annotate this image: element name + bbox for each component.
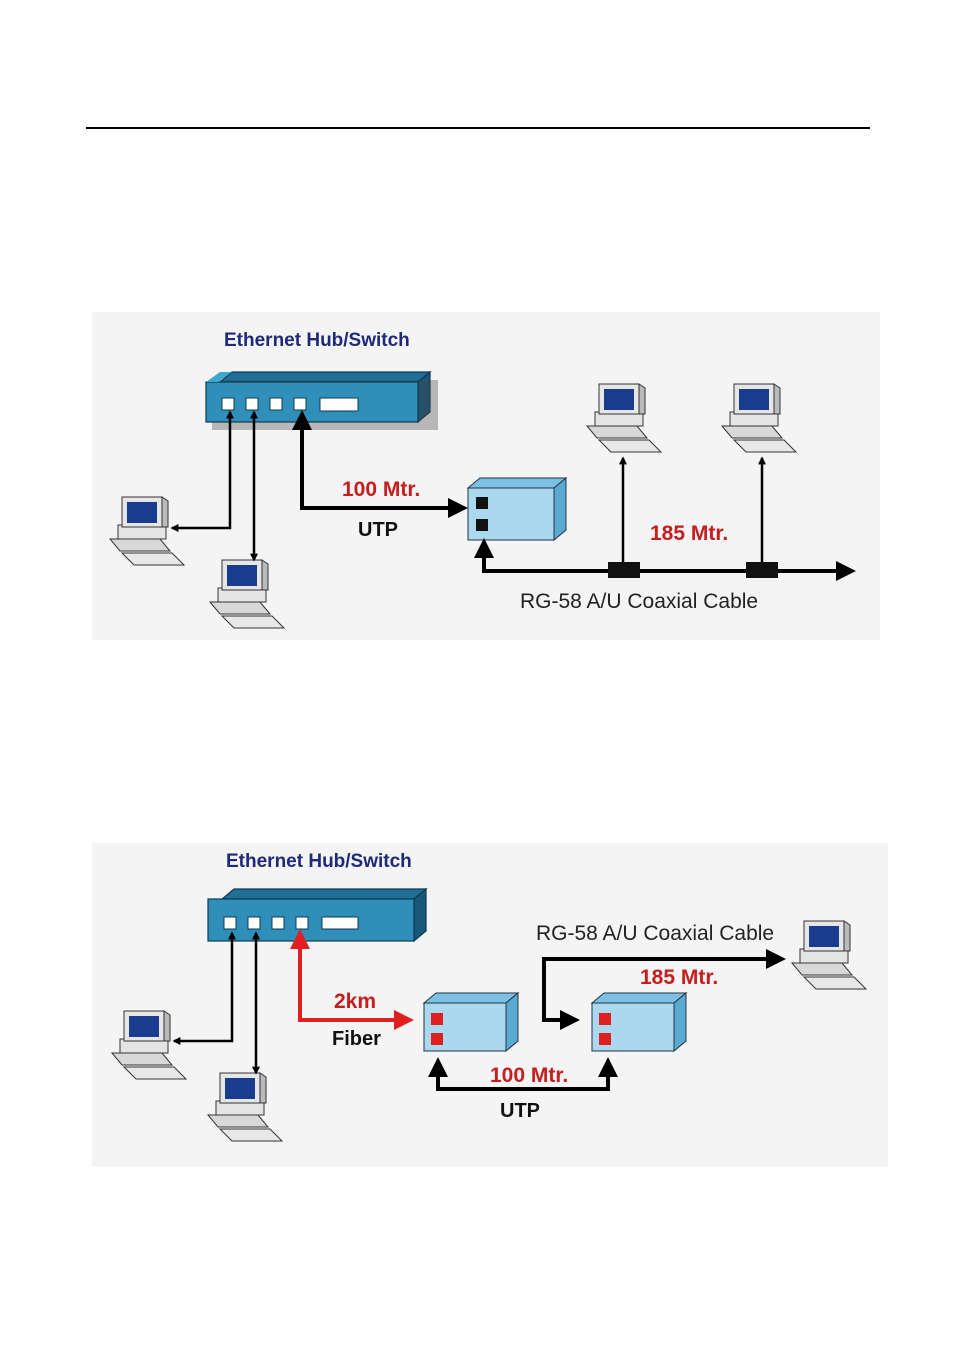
media-converter-coax [590,991,688,1053]
hub-port-2 [247,916,261,930]
utp-cable-link [428,1057,618,1091]
computer-icon [108,496,186,566]
coax-distance-label: 185 Mtr. [640,966,718,989]
computer-icon [206,1072,284,1142]
fiber-label: Fiber [332,1028,381,1050]
hub-port-uplink [319,397,359,412]
computer-icon [110,1010,188,1080]
hub-port-4 [293,397,307,411]
converter-port-fiber [431,1013,443,1025]
t-connector-1 [608,562,640,578]
utp-label: UTP [500,1100,540,1122]
coax-distance-label: 185 Mtr. [650,522,728,545]
ethernet-hub-switch [207,887,428,943]
diagram-fiber-utp-coax: Ethernet Hub/Switch [92,843,888,1167]
media-converter-fiber [422,991,520,1053]
computer-icon [790,920,868,990]
utp-cable-link [292,410,468,518]
fiber-cable-link [290,929,414,1030]
link-hub-to-pc-left [170,410,235,533]
converter-port-1 [476,497,488,509]
computer-icon [585,383,663,453]
utp-label: UTP [358,519,398,541]
coax-cable-label: RG-58 A/U Coaxial Cable [536,922,774,945]
converter-port-utp [431,1033,443,1045]
hub-port-3 [271,916,285,930]
hub-title: Ethernet Hub/Switch [224,330,410,351]
hub-port-3 [269,397,283,411]
header-rule [86,127,870,129]
utp-distance-label: 100 Mtr. [490,1064,568,1087]
hub-port-uplink [321,916,359,930]
hub-title: Ethernet Hub/Switch [226,851,412,872]
coaxial-cable-link [474,538,856,581]
diagram-utp-coax: Ethernet Hub/Switch [92,312,880,640]
hub-port-1 [221,397,235,411]
computer-icon [720,383,798,453]
converter-port-utp [599,1033,611,1045]
converter-port-coax [599,1013,611,1025]
link-hub-to-pc-left [172,931,237,1046]
coaxial-cable-link [542,949,786,1030]
fiber-distance-label: 2km [334,990,376,1013]
hub-port-2 [245,397,259,411]
computer-icon [208,559,286,629]
media-converter [466,476,568,542]
converter-port-2 [476,519,488,531]
utp-distance-label: 100 Mtr. [342,478,420,501]
t-connector-2 [746,562,778,578]
hub-port-1 [223,916,237,930]
ethernet-hub-switch [205,370,438,430]
coax-cable-label: RG-58 A/U Coaxial Cable [520,590,758,613]
hub-port-4 [295,916,309,930]
